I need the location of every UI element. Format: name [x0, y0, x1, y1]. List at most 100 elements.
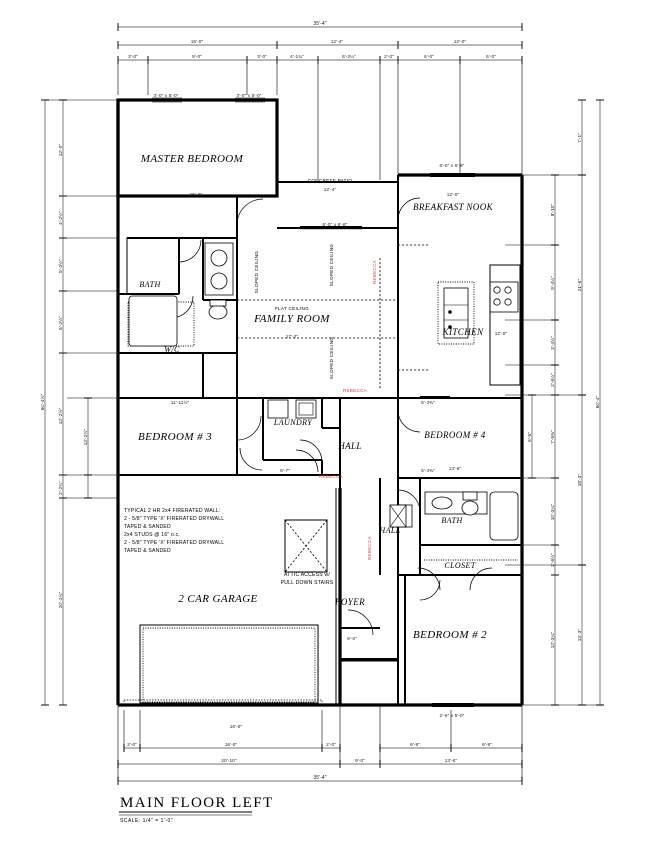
dim-top-r3-0: 3'-0": [128, 54, 138, 59]
ceiling-note-sloped-a: SLOPED CEILING: [329, 244, 334, 287]
dim-bot-r2-1: 9'-0": [355, 758, 365, 763]
room-label-bedroom-4: BEDROOM # 4: [424, 430, 485, 440]
dim-top-r3-3: 4'-1¾": [290, 54, 304, 59]
dim-right-c2-0: 7'-1": [577, 133, 582, 143]
ceiling-note-sloped-b: SLOPED CEILING: [329, 337, 334, 380]
red-tag-3: REBECCA: [319, 474, 343, 479]
fire-wall-note-line-2: TAPED & SANDED: [124, 524, 171, 530]
attic-note-line-1: PULL DOWN STAIRS: [281, 580, 334, 586]
dim-top-r3-6: 6'-0": [424, 54, 434, 59]
dim-right-c1-2: 3'-4½": [549, 336, 555, 350]
left-dimension-block: 60'-4½" 12'-0" 4'-2½" 5'-3½" 6'-2½" 12'-…: [39, 99, 118, 706]
dim-right-inner-0: 6'-6": [527, 432, 532, 442]
dim-right-overall: 60'-4": [595, 395, 600, 408]
ceiling-note-flat-family: FLAT CEILING: [275, 306, 309, 311]
bottom-dimension-block: 2'-0" 16'-0" 2'-0" 6'-9" 6'-9" 20'-10" 9…: [117, 705, 523, 785]
dim-right-c2-2: 18'-3": [577, 473, 582, 486]
dim-bot-overall: 35'-4": [313, 775, 326, 781]
fire-wall-note-line-0: TYPICAL 2 HR 2x4 FIRERATED WALL:: [124, 508, 221, 514]
room-label-kitchen: KITCHEN: [442, 327, 484, 337]
room-label-foyer: FOYER: [334, 597, 365, 607]
dim-int-5: 2'-6" x 5'-0": [440, 713, 465, 718]
title-block: MAIN FLOOR LEFT SCALE: 1/4" = 1'-0": [119, 795, 274, 824]
dim-left-inner-0: 12'-2½": [82, 428, 88, 445]
room-label-laundry: LAUNDRY: [273, 418, 313, 427]
room-label-concrete-patio: CONCRETE PATIO: [308, 178, 352, 183]
dim-bedroom-3: 11'-11½": [171, 399, 190, 405]
dim-int-10: 9'-0": [347, 636, 357, 641]
dim-concrete-patio: 12'-4": [324, 187, 337, 192]
dim-master-bedroom-width: 15'-0": [190, 192, 203, 197]
fire-wall-note-line-3: 2x4 STUDS @ 16" o.c.: [124, 532, 180, 538]
fire-wall-note-line-4: 2 - 5/8" TYPE 'X' FIRERATED DRYWALL: [124, 540, 224, 546]
dim-top-r3-7: 6'-0": [486, 54, 496, 59]
dim-int-1: 3'-0" x 5'-0": [154, 93, 179, 98]
right-dimension-block: 60'-4" 7'-1" 21'-6" 18'-3" 13'-3" 8'-10"…: [45, 99, 604, 706]
room-label-hall-upper: HALL: [337, 441, 362, 451]
dim-bot-r1-4: 6'-9": [482, 742, 492, 747]
dim-left-6: 20'-1¼": [58, 591, 63, 608]
dim-left-overall: 60'-4½": [39, 393, 45, 410]
dim-top-r3-1: 9'-0": [192, 54, 202, 59]
dim-left-5: 2'-2¾": [58, 481, 63, 495]
room-label-family-room: FAMILY ROOM: [253, 313, 330, 325]
interior-dimension-labels: 3'-0" x 5'-0" 3'-0" x 5'-0" 6'-0" x 6'-8…: [154, 93, 465, 729]
sloped-ceiling-notes: SLOPED CEILING SLOPED CEILING SLOPED CEI…: [254, 244, 334, 380]
room-label-closet: CLOSET: [444, 561, 475, 570]
room-label-bedroom-2: BEDROOM # 2: [413, 629, 487, 641]
dim-top-r2-0: 15'-0": [191, 39, 204, 44]
attic-note-line-0: ATTIC ACCESS w/: [284, 572, 330, 578]
dim-right-c1-0: 8'-10": [550, 203, 555, 216]
plumbing-and-appliance-fixtures: [128, 242, 521, 573]
dim-int-8: 5'-3⅜": [421, 468, 435, 473]
sheet-title: MAIN FLOOR LEFT: [120, 795, 274, 811]
dim-int-4: 6'-0" x 6'-8": [440, 163, 465, 168]
ceiling-zone-lines: [237, 244, 430, 390]
dim-right-c1-4: 7'-5⅜": [550, 430, 555, 444]
dim-int-2: 3'-0" x 5'-0": [237, 93, 262, 98]
dim-right-c2-3: 13'-3": [577, 628, 582, 641]
dim-family-room: 17'-2": [286, 334, 299, 339]
room-label-wic: W/C: [164, 345, 180, 354]
dim-right-c1-7: 12'-3¼": [550, 631, 555, 648]
dim-kitchen: 12'-0": [495, 331, 508, 336]
room-label-bath-hall: BATH: [441, 516, 463, 525]
room-label-hall-lower: HALL: [378, 526, 400, 535]
dim-bot-r1-2: 2'-0": [326, 742, 336, 747]
fire-wall-note-line-1: 2 - 5/8" TYPE 'X' FIRERATED DRYWALL: [124, 516, 224, 522]
room-label-bedroom-3: BEDROOM # 3: [138, 431, 212, 443]
dim-bedroom-4: 13'-6": [449, 466, 462, 471]
room-labels: MASTER BEDROOM 15'-0" CONCRETE PATIO 12'…: [138, 153, 508, 641]
dim-bot-r1-0: 2'-0": [127, 742, 137, 747]
dim-right-c1-5: 10'-3¼": [550, 503, 555, 520]
room-label-breakfast-nook: BREAKFAST NOOK: [413, 202, 494, 212]
dim-breakfast-nook: 12'-0": [447, 192, 460, 197]
dim-top-r3-4: 6'-2¼": [342, 54, 356, 59]
red-tag-1: REBECCA: [372, 260, 377, 284]
dim-int-9: 8'-7": [280, 468, 290, 473]
fire-wall-note: TYPICAL 2 HR 2x4 FIRERATED WALL: 2 - 5/8…: [124, 508, 224, 554]
dim-top-r3-2: 3'-0": [257, 54, 267, 59]
building-walls: [116, 97, 524, 707]
dim-int-6: 16'-0": [230, 724, 243, 729]
dim-right-c1-6: 2'-6½": [549, 553, 555, 567]
dim-int-7: 5'-3⅜": [421, 400, 435, 405]
dim-bot-r1-3: 6'-9": [410, 742, 420, 747]
top-dimension-block: 35'-4" 15'-0" 12'-4" 12'-0" 3'-0" 9'-0" …: [117, 21, 523, 180]
red-tag-2: REBECCA: [343, 388, 367, 393]
dim-right-c1-3: 2'-6½": [549, 373, 555, 387]
room-label-master-bedroom: MASTER BEDROOM: [140, 153, 244, 165]
dim-top-r3-5: 2'-0": [384, 54, 394, 59]
dim-top-r2-2: 12'-0": [454, 39, 467, 44]
dim-top-overall: 35'-4": [313, 21, 326, 27]
dim-left-4: 12'-2½": [57, 407, 63, 424]
room-label-bath-master: BATH: [139, 280, 161, 289]
ceiling-note-sloped-c: SLOPED CEILING: [254, 251, 259, 294]
red-tag-4: REBECCA: [367, 536, 372, 560]
dim-bot-r2-0: 20'-10": [221, 758, 236, 763]
dim-right-c1-1: 9'-4½": [549, 276, 555, 290]
red-annotation-tags: REBECCA REBECCA REBECCA REBECCA: [319, 260, 377, 560]
dim-int-3: 6'-0" x 6'-8": [323, 222, 348, 227]
